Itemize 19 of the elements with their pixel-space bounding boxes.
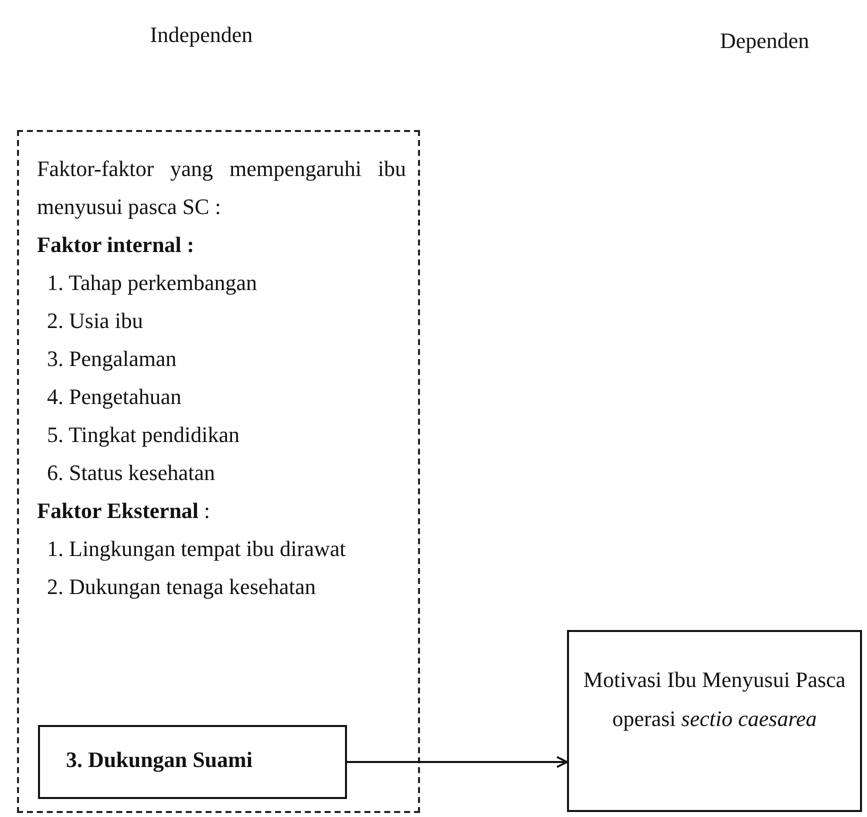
list-item: 6. Status kesehatan: [46, 459, 216, 487]
arrow: [347, 756, 568, 768]
list-item: 5. Tingkat pendidikan: [46, 421, 241, 449]
outcome-label: Motivasi Ibu Menyusui Pasca operasi sectio caesarea: [582, 666, 847, 733]
list-item: 1. Tahap perkembangan: [46, 269, 258, 297]
list-item: 2. Usia ibu: [46, 307, 144, 335]
factor-label: 3. Dukungan Suami: [66, 746, 254, 774]
section-heading: Faktor Eksternal :: [37, 497, 212, 525]
column-heading: Independen: [150, 22, 253, 48]
column-heading: Dependen: [720, 28, 810, 54]
factor-box: [38, 725, 347, 799]
outcome-box: [567, 630, 862, 812]
description-text: Faktor-faktor yang mempengaruhi ibu menyusui pasca SC :: [37, 155, 406, 221]
list-item: 4. Pengetahuan: [46, 383, 182, 411]
section-heading: Faktor internal :: [37, 231, 196, 259]
variable-group: [17, 130, 420, 813]
list-item: 2. Dukungan tenaga kesehatan: [46, 573, 317, 601]
list-item: 3. Pengalaman: [46, 345, 178, 373]
list-item: 1. Lingkungan tempat ibu dirawat: [46, 535, 347, 563]
